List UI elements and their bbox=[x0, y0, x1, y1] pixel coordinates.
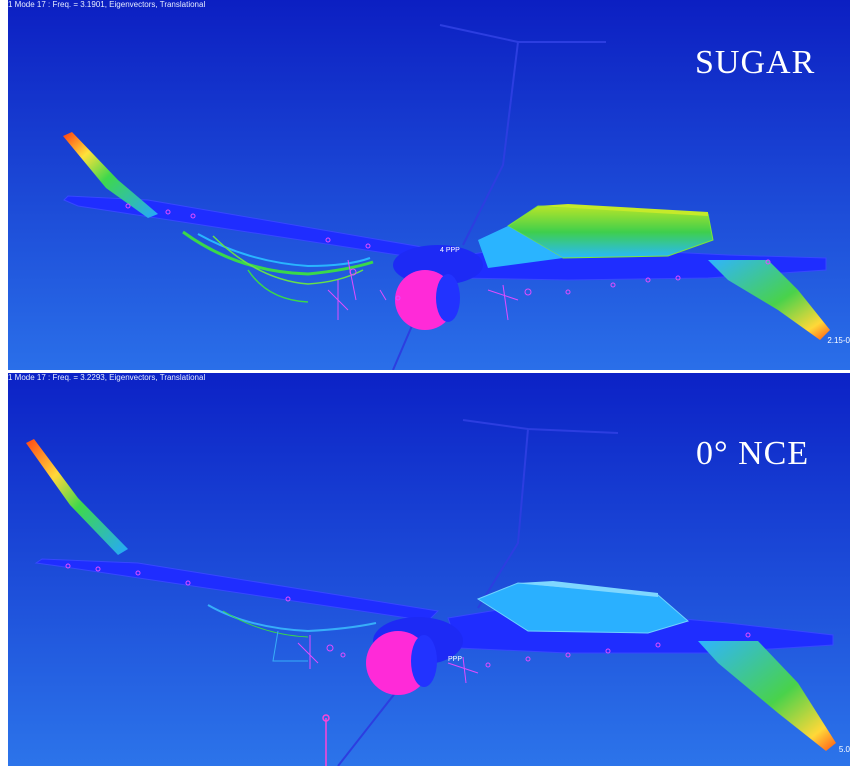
left-tip-mode-shape bbox=[26, 439, 128, 555]
node-annotations bbox=[125, 203, 771, 321]
case-label: SUGAR bbox=[695, 44, 816, 81]
mode-header: 1 Mode 17 : Freq. = 3.1901, Eigenvectors… bbox=[8, 0, 206, 9]
strut-lines bbox=[325, 419, 619, 766]
left-lower-structure bbox=[182, 230, 374, 276]
fem-render-top: 4 PPP bbox=[8, 0, 850, 370]
viewport-bottom[interactable]: PPP 1 Mode 17 : Freq. = 3.2293, Eigenvec… bbox=[8, 373, 850, 766]
fem-render-bottom: PPP bbox=[8, 373, 850, 766]
node-annotations bbox=[65, 563, 751, 684]
case-label: 0° NCE bbox=[696, 435, 810, 472]
viewport-top[interactable]: 4 PPP 1 Mode 17 : Freq. = 3.1901, Eigenv… bbox=[8, 0, 850, 370]
contour-legend-value: 5.0 bbox=[838, 745, 850, 754]
node-label: 4 PPP bbox=[440, 247, 460, 254]
right-tip-mode-shape bbox=[708, 260, 830, 340]
left-tip-mode-shape bbox=[63, 132, 158, 218]
node-label: PPP bbox=[448, 656, 462, 663]
mode-header: 1 Mode 17 : Freq. = 3.2293, Eigenvectors… bbox=[8, 373, 206, 382]
right-tip-mode-shape bbox=[698, 641, 836, 751]
contour-legend-value: 2.15-0 bbox=[827, 336, 850, 345]
